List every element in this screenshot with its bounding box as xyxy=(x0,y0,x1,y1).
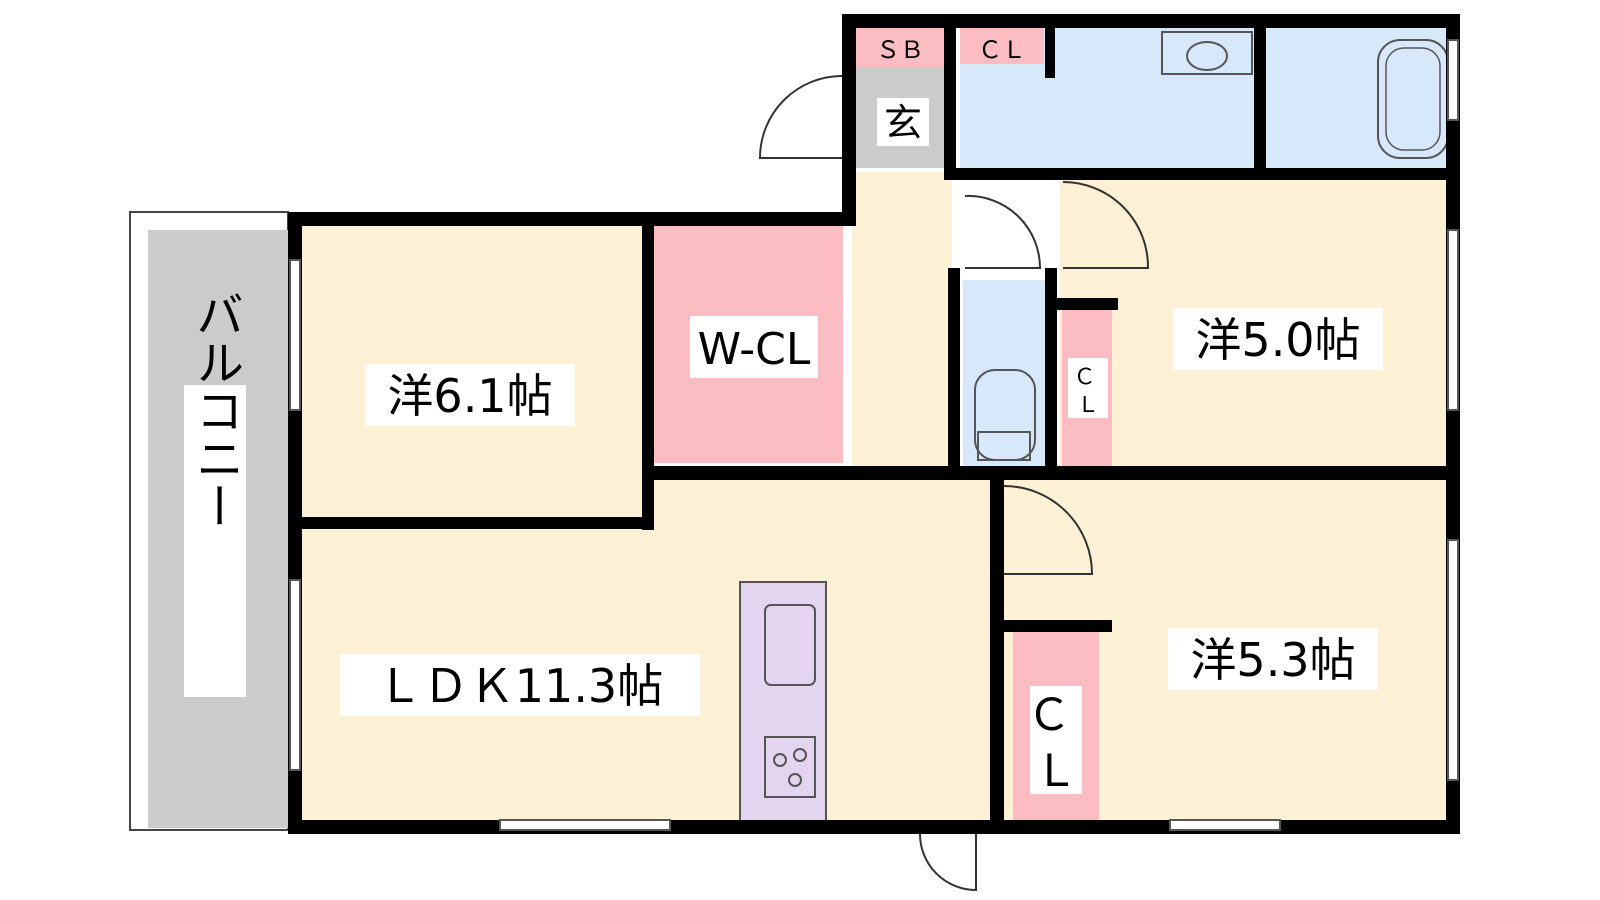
closet-top-overlay xyxy=(960,28,1044,64)
shoe-box xyxy=(852,28,944,68)
kitchen-counter xyxy=(739,581,827,823)
closet-large-label: Ｃ Ｌ xyxy=(1027,690,1085,797)
closet-small-l: Ｌ xyxy=(1077,393,1099,418)
entrance-label: 玄 xyxy=(884,101,922,145)
room-ldk-label: ＬＤＫ11.3帖 xyxy=(377,659,663,713)
windows xyxy=(289,39,1459,831)
kitchen-sink xyxy=(764,604,816,686)
room-western-3-label: 洋5.3帖 xyxy=(1190,633,1355,687)
hallway xyxy=(852,172,952,472)
balcony-label: バルコニー xyxy=(187,290,243,530)
walk-in-closet-label: W-CL xyxy=(698,324,811,375)
bathroom xyxy=(1265,28,1455,168)
stove xyxy=(764,736,816,798)
closet-small-c: Ｃ xyxy=(1073,365,1095,390)
closet-small-label: Ｃ Ｌ xyxy=(1073,365,1102,418)
room-western-2-label: 洋5.0帖 xyxy=(1195,313,1360,367)
walls xyxy=(288,14,1460,834)
closet-top-label: ＣＬ xyxy=(978,36,1026,64)
room-western-1-label: 洋6.1帖 xyxy=(387,369,552,423)
wash-basin xyxy=(1161,31,1253,75)
room-ldk xyxy=(300,474,996,821)
doors xyxy=(758,75,1150,892)
shoe-box-label: ＳＢ xyxy=(876,36,924,64)
toilet xyxy=(963,280,1045,466)
